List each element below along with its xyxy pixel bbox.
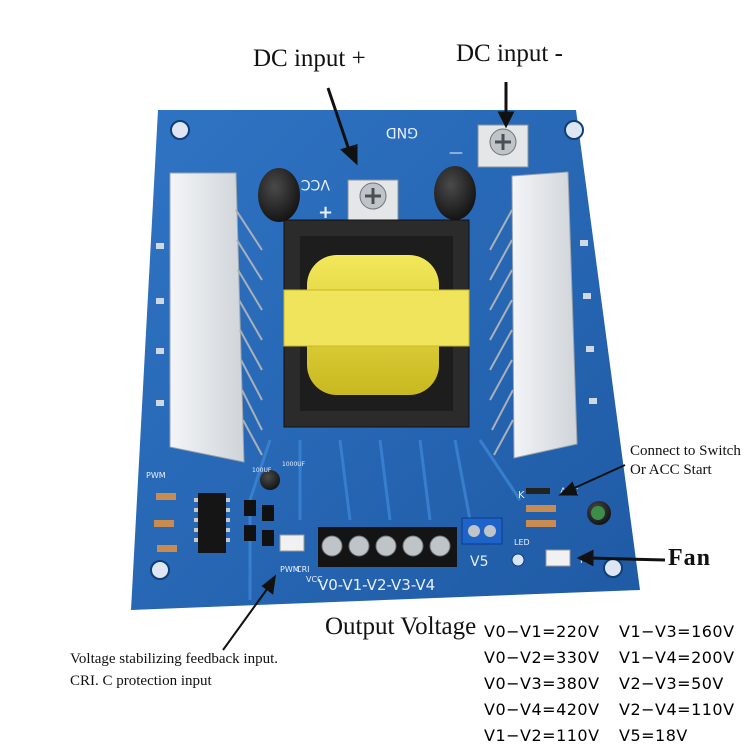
- voltage-item: V1−V2=110V: [484, 726, 600, 745]
- fan-label: Fan: [668, 545, 712, 571]
- silk-v5: V5: [470, 554, 488, 570]
- dc-minus-terminal: [477, 124, 529, 168]
- silk-minus: —: [449, 145, 463, 161]
- voltage-list-left: V0−V1=220V V0−V2=330V V0−V3=380V V0−V4=4…: [484, 622, 624, 752]
- mounting-holes: [150, 120, 623, 580]
- switch-label-line1: Connect to Switch: [630, 443, 741, 459]
- switch-label-line2: Or ACC Start: [630, 462, 712, 478]
- voltage-list-right: V1−V3=160V V1−V4=200V V2−V3=50V V2−V4=11…: [619, 622, 747, 752]
- callout-arrows: [222, 82, 666, 651]
- output-terminal-block: [318, 527, 457, 567]
- silk-1000uf: 1000UF: [282, 461, 306, 468]
- output-voltage-label: Output Voltage: [325, 613, 477, 640]
- heatsink-pins: [156, 240, 597, 406]
- silk-k: K: [518, 490, 525, 501]
- left-heatsink: [169, 172, 263, 463]
- dc-input-plus-label: DC input +: [253, 45, 366, 72]
- silk-terminals: V0-V1-V2-V3-V4: [318, 576, 435, 594]
- feedback-label-line1: Voltage stabilizing feedback input.: [70, 651, 279, 667]
- silk-100uf: 100UF: [252, 467, 272, 474]
- voltage-item: V0−V3=380V: [484, 674, 600, 693]
- voltage-item: V1−V3=160V: [619, 622, 735, 641]
- silk-vcc-small: VCC: [306, 575, 323, 584]
- voltage-item: V2−V4=110V: [619, 700, 735, 719]
- voltage-item: V1−V4=200V: [619, 648, 735, 667]
- right-heatsink: [489, 171, 578, 459]
- transformer: [283, 219, 470, 428]
- silk-cri: CRI: [296, 565, 310, 574]
- silk-vcc: VCC: [301, 176, 330, 192]
- voltage-item: V0−V2=330V: [484, 648, 600, 667]
- capacitors: [258, 166, 611, 525]
- voltage-item: V2−V3=50V: [619, 674, 724, 693]
- feedback-label-line2: CRI. C protection input: [70, 673, 212, 689]
- silk-plus: +: [318, 202, 333, 223]
- silk-gnd: GND: [386, 124, 418, 140]
- silk-pwm-mid: PWM: [280, 565, 300, 574]
- silk-pwm-left: PWM: [146, 471, 166, 480]
- dc-input-minus-label: DC input -: [456, 40, 563, 67]
- silk-led: LED: [514, 538, 530, 547]
- dc-plus-terminal: [347, 179, 399, 223]
- voltage-item: V5=18V: [619, 726, 688, 745]
- control-circuit: [154, 488, 571, 567]
- voltage-item: V0−V1=220V: [484, 622, 600, 641]
- v5-terminal: [461, 517, 503, 545]
- voltage-item: V0−V4=420V: [484, 700, 600, 719]
